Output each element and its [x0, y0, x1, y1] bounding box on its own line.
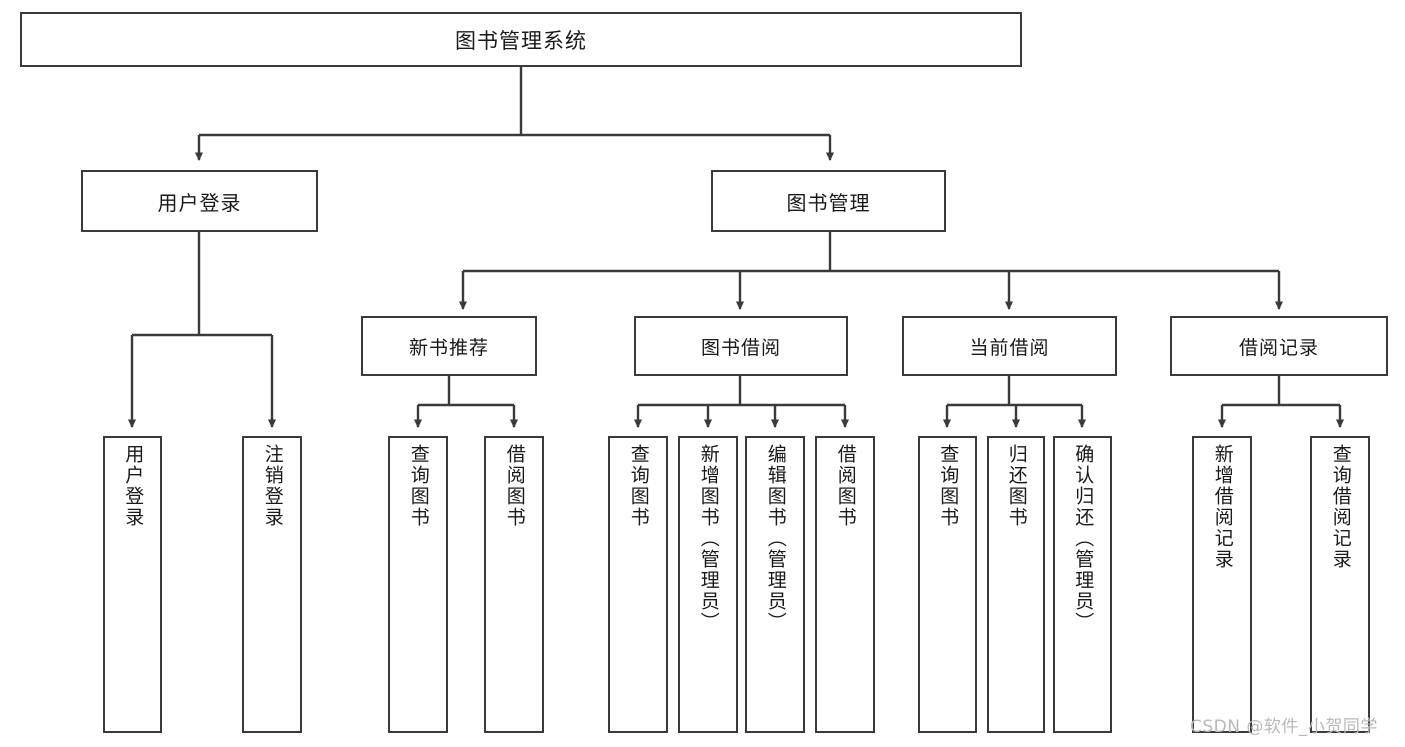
leaf-bb-add-book[interactable]: 新增图书（管理员） — [678, 436, 738, 733]
leaf-nb-query-book-label: 查询图书 — [407, 444, 430, 528]
node-book-manage[interactable]: 图书管理 — [711, 170, 946, 232]
leaf-br-query-record[interactable]: 查询借阅记录 — [1310, 436, 1370, 733]
leaf-user-login-label: 用户登录 — [122, 444, 145, 528]
node-new-book-recommend-label: 新书推荐 — [408, 336, 489, 359]
leaf-bb-query-book[interactable]: 查询图书 — [608, 436, 668, 733]
leaf-logout-label: 注销登录 — [261, 444, 284, 528]
node-current-borrow[interactable]: 当前借阅 — [902, 316, 1117, 376]
node-root[interactable]: 图书管理系统 — [20, 12, 1022, 67]
leaf-bb-edit-book-label: 编辑图书（管理员） — [764, 444, 787, 633]
leaf-bb-edit-book[interactable]: 编辑图书（管理员） — [745, 436, 805, 733]
leaf-bb-borrow-book[interactable]: 借阅图书 — [815, 436, 875, 733]
leaf-cb-query-book-label: 查询图书 — [937, 444, 960, 528]
node-new-book-recommend[interactable]: 新书推荐 — [361, 316, 537, 376]
leaf-bb-query-book-label: 查询图书 — [627, 444, 650, 528]
leaf-br-add-record-label: 新增借阅记录 — [1211, 444, 1234, 570]
leaf-user-login[interactable]: 用户登录 — [103, 436, 162, 733]
watermark: CSDN @软件_小贺同学 — [1190, 717, 1378, 737]
node-user-login-label: 用户登录 — [157, 190, 242, 215]
leaf-cb-return-book-label: 归还图书 — [1005, 444, 1028, 528]
leaf-nb-borrow-book[interactable]: 借阅图书 — [484, 436, 544, 733]
node-borrow-records[interactable]: 借阅记录 — [1170, 316, 1388, 376]
node-borrow-records-label: 借阅记录 — [1238, 336, 1319, 359]
leaf-cb-return-book[interactable]: 归还图书 — [987, 436, 1045, 733]
leaf-br-query-record-label: 查询借阅记录 — [1329, 444, 1352, 570]
node-user-login[interactable]: 用户登录 — [81, 170, 318, 232]
leaf-bb-borrow-book-label: 借阅图书 — [834, 444, 857, 528]
leaf-cb-confirm-return-label: 确认归还（管理员） — [1072, 444, 1095, 633]
node-book-borrow[interactable]: 图书借阅 — [634, 316, 848, 376]
node-current-borrow-label: 当前借阅 — [969, 336, 1050, 359]
leaf-nb-query-book[interactable]: 查询图书 — [388, 436, 448, 733]
node-book-borrow-label: 图书借阅 — [700, 336, 781, 359]
node-book-manage-label: 图书管理 — [786, 190, 871, 215]
leaf-cb-confirm-return[interactable]: 确认归还（管理员） — [1053, 436, 1112, 733]
leaf-br-add-record[interactable]: 新增借阅记录 — [1192, 436, 1252, 733]
leaf-cb-query-book[interactable]: 查询图书 — [918, 436, 977, 733]
node-root-label: 图书管理系统 — [455, 28, 587, 53]
leaf-logout[interactable]: 注销登录 — [242, 436, 302, 733]
leaf-nb-borrow-book-label: 借阅图书 — [503, 444, 526, 528]
leaf-bb-add-book-label: 新增图书（管理员） — [697, 444, 720, 633]
